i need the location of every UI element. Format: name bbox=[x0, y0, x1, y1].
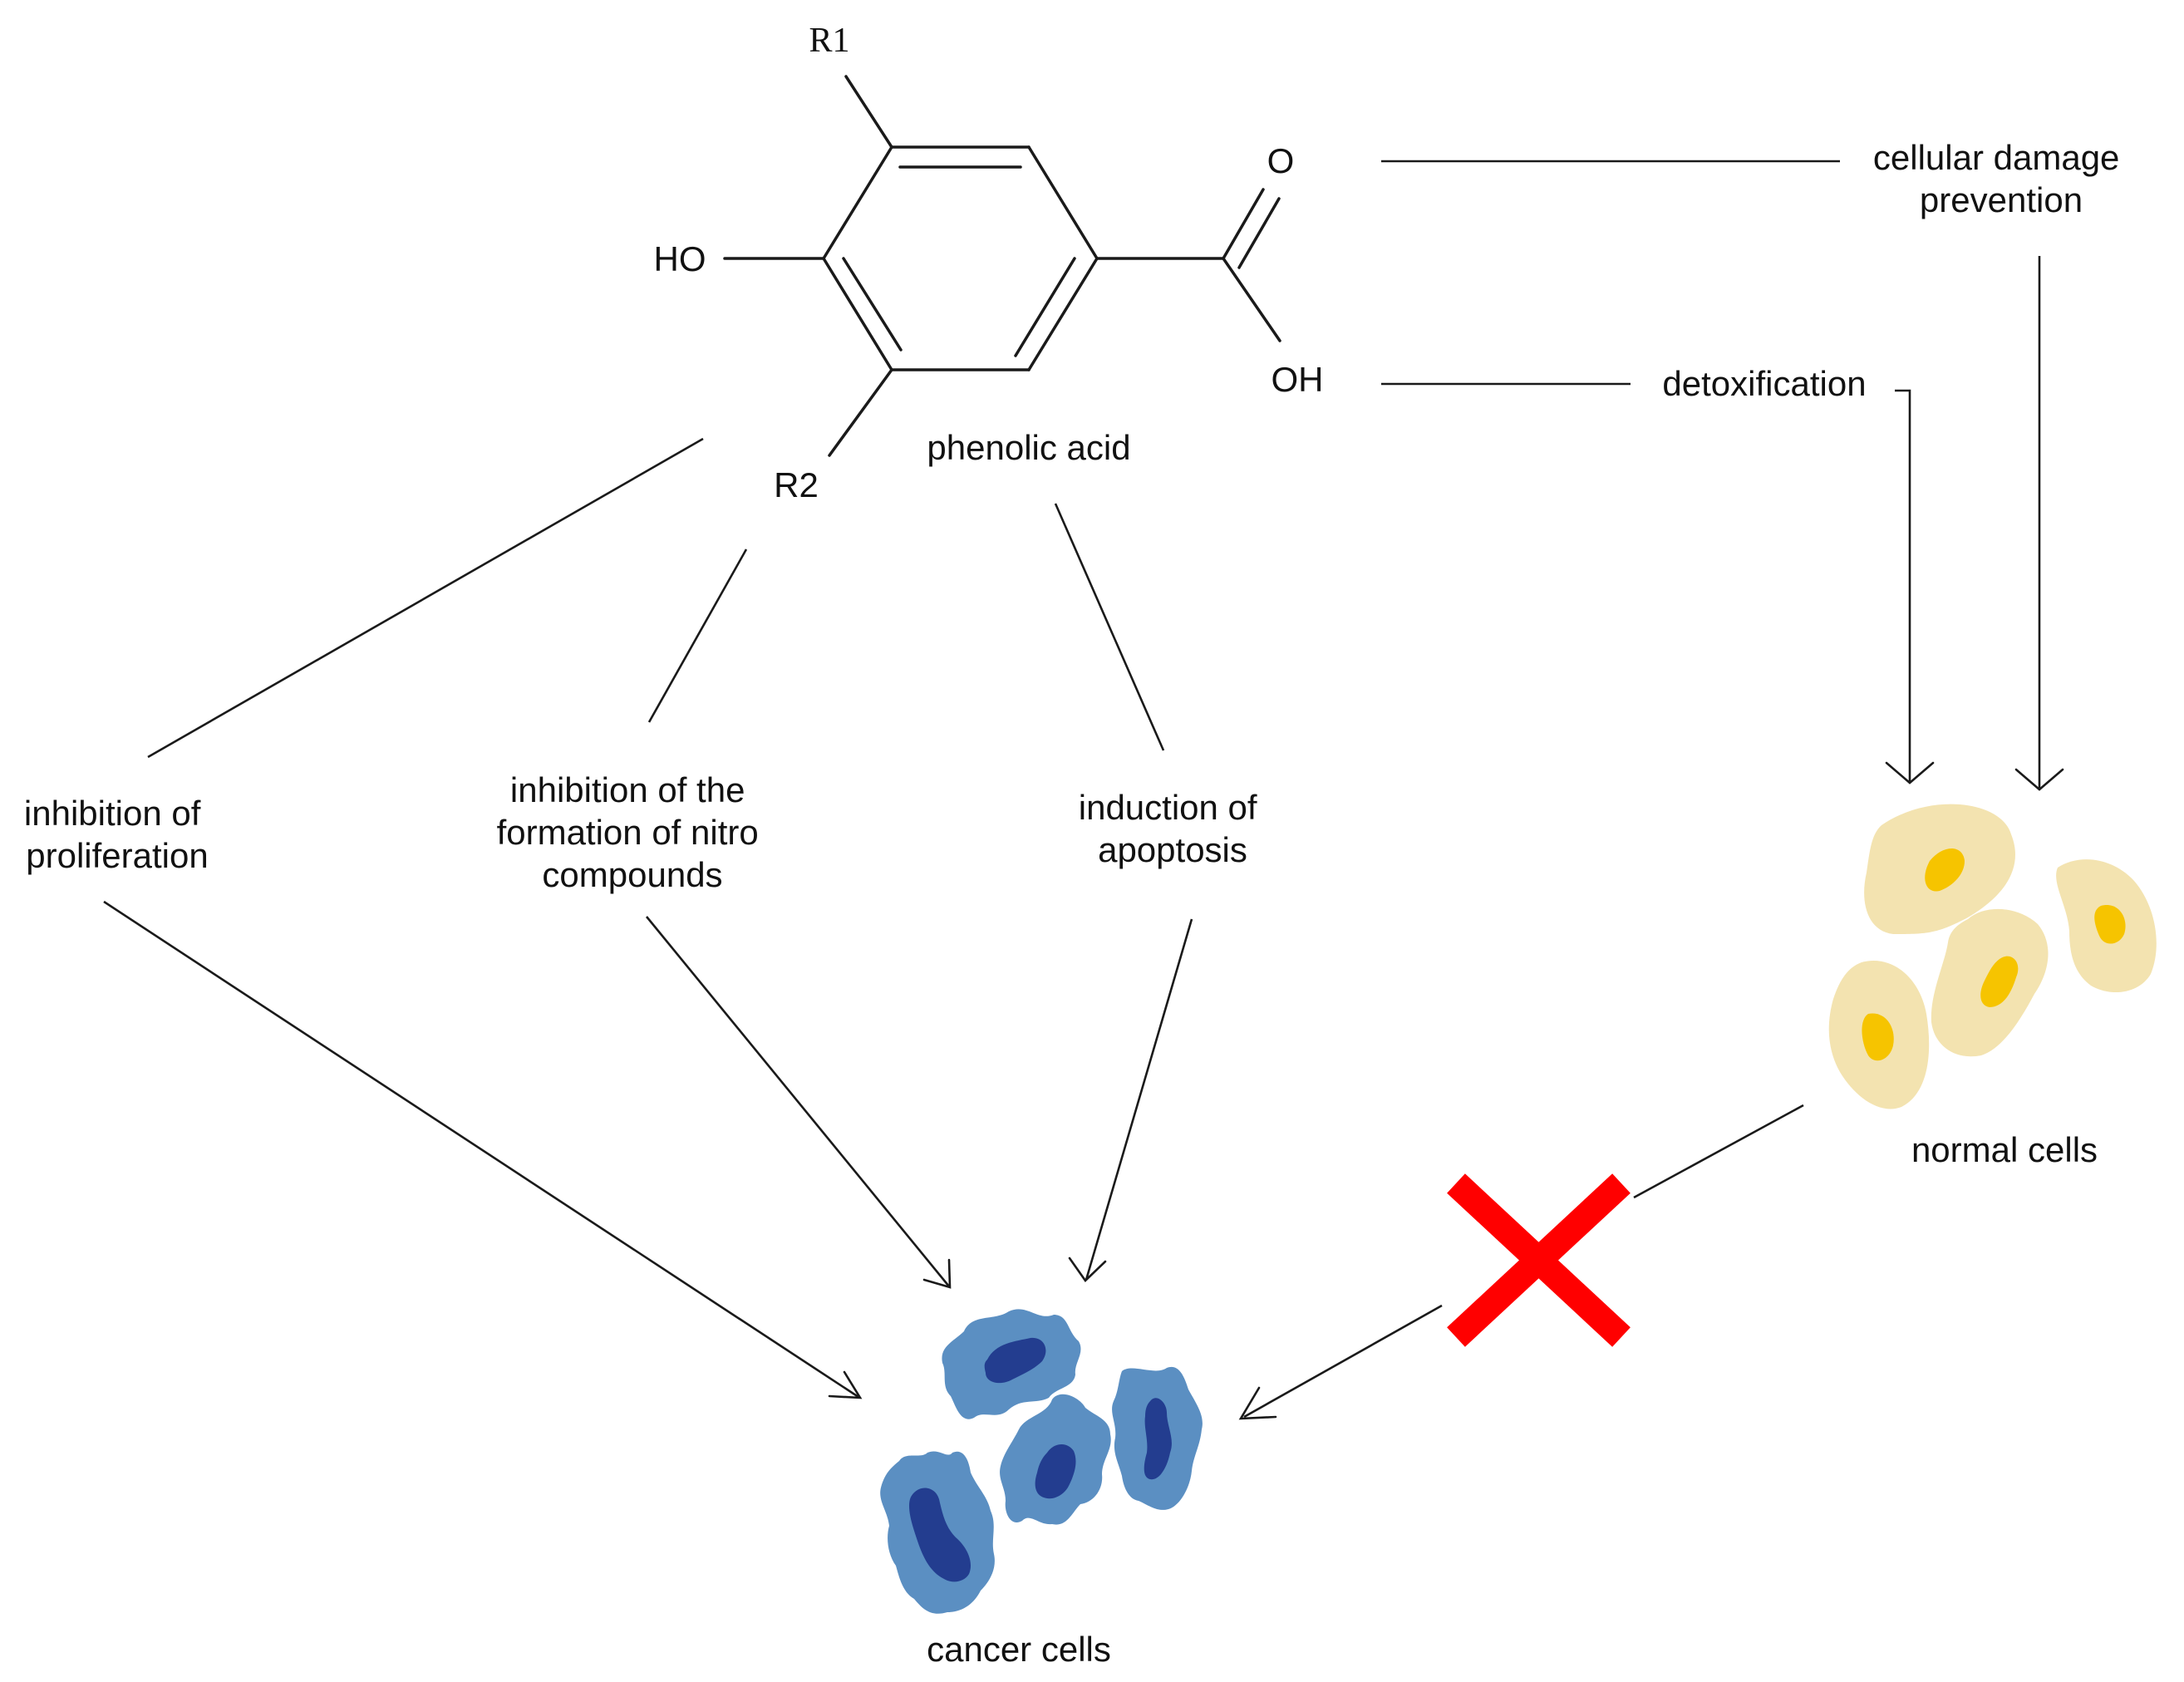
blocked-cross-icon bbox=[1447, 1173, 1631, 1347]
connector-proliferation-to-cancer bbox=[103, 900, 859, 1399]
phenolic-acid-structure: R1 R2 HO O OH phenolic acid bbox=[654, 22, 1324, 504]
connector-structure-to-apoptosis bbox=[1054, 503, 1165, 751]
acid-hydroxyl-label: OH bbox=[1272, 360, 1324, 399]
arrowhead-nitro bbox=[922, 1258, 952, 1289]
acid-oh-bond bbox=[1222, 257, 1281, 342]
normal-cells-label: normal cells bbox=[1911, 1130, 2098, 1169]
normal-cell bbox=[1931, 908, 2049, 1057]
connector-apoptosis-to-cancer bbox=[1085, 918, 1193, 1281]
nitro-line-3: compounds bbox=[542, 855, 722, 894]
connector-structure-to-nitro bbox=[647, 548, 748, 723]
connectors bbox=[103, 160, 2064, 1420]
cancer-cell bbox=[880, 1451, 995, 1614]
connector-blocked-to-cancer bbox=[1243, 1304, 1443, 1419]
hydroxyl-label: HO bbox=[654, 239, 706, 278]
cellular-damage-label: cellular damage prevention bbox=[1873, 138, 2129, 219]
detoxification-label: detoxification bbox=[1662, 364, 1866, 403]
normal-cell bbox=[1828, 960, 1930, 1109]
r1-bond bbox=[844, 75, 893, 149]
effect-labels: cellular damage prevention detoxificatio… bbox=[24, 138, 2129, 894]
molecule-name-label: phenolic acid bbox=[927, 428, 1130, 467]
apoptosis-line-1: induction of bbox=[1079, 788, 1257, 827]
connector-normal-to-blocked bbox=[1633, 1104, 1804, 1199]
cancer-cell bbox=[1112, 1366, 1203, 1510]
nitro-line-2: formation of nitro bbox=[497, 813, 759, 852]
nitro-compounds-label: inhibition of the formation of nitro com… bbox=[497, 770, 769, 894]
benzene-ring bbox=[822, 145, 1099, 371]
cellular-damage-line-1: cellular damage bbox=[1873, 138, 2120, 177]
normal-cells-group bbox=[1828, 804, 2157, 1109]
cancer-cell bbox=[942, 1309, 1081, 1419]
cancer-cells-group bbox=[880, 1309, 1203, 1614]
nitro-line-1: inhibition of the bbox=[510, 770, 745, 809]
arrowhead-proliferation bbox=[828, 1370, 863, 1399]
connector-nitro-to-cancer bbox=[645, 916, 951, 1287]
cellular-damage-line-2: prevention bbox=[1920, 180, 2083, 219]
arrowhead-blocked bbox=[1238, 1386, 1277, 1420]
proliferation-line-1: inhibition of bbox=[24, 794, 201, 833]
substituent-r1-label: R1 bbox=[809, 22, 849, 60]
apoptosis-line-2: apoptosis bbox=[1098, 830, 1247, 869]
arrowhead-apoptosis bbox=[1068, 1257, 1107, 1282]
connector-detox-to-normal bbox=[1895, 389, 1911, 781]
proliferation-line-2: proliferation bbox=[26, 836, 208, 875]
carbonyl-bond-a bbox=[1222, 188, 1265, 260]
connector-structure-to-proliferation bbox=[147, 437, 704, 759]
apoptosis-label: induction of apoptosis bbox=[1079, 788, 1267, 869]
proliferation-label: inhibition of proliferation bbox=[24, 794, 210, 875]
normal-cell bbox=[2056, 859, 2157, 993]
carbonyl-bond-b bbox=[1237, 197, 1281, 269]
cancer-cell bbox=[1000, 1394, 1111, 1525]
cancer-cells-label: cancer cells bbox=[927, 1630, 1111, 1669]
arrowhead-damage bbox=[2014, 768, 2064, 791]
substituent-r2-label: R2 bbox=[774, 465, 819, 504]
arrowhead-detox bbox=[1885, 761, 1935, 784]
normal-cell bbox=[1864, 804, 2015, 934]
carbonyl-oxygen-label: O bbox=[1267, 141, 1295, 180]
r2-bond bbox=[828, 368, 893, 457]
